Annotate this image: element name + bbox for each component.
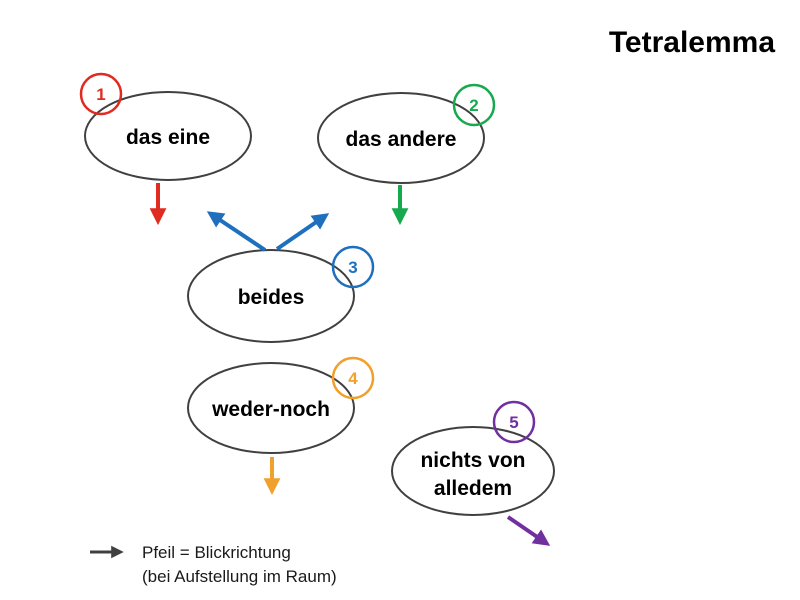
number-circle-5 [492, 400, 536, 444]
legend-text-line2: (bei Aufstellung im Raum) [142, 567, 337, 586]
gaze-arrow-beides-up-left-icon [206, 211, 267, 252]
node-label-nichts-von-alledem-line2: alledem [434, 477, 512, 500]
node-label-beides: beides [238, 286, 305, 309]
number-circle-4 [331, 356, 375, 400]
number-circle-2 [452, 83, 496, 127]
node-weder-noch: weder-noch 4 [187, 356, 375, 454]
node-das-andere: das andere 2 [317, 83, 496, 184]
node-label-das-andere: das andere [346, 128, 457, 151]
node-das-eine: das eine 1 [79, 72, 252, 181]
legend: Pfeil = Blickrichtung (bei Aufstellung i… [90, 543, 337, 586]
node-nichts-von-alledem: nichts von alledem 5 [391, 400, 555, 516]
page-title: Tetralemma [609, 26, 776, 59]
number-label-3: 3 [348, 258, 357, 277]
node-label-das-eine: das eine [126, 126, 210, 149]
number-circle-3 [331, 245, 375, 289]
node-ellipse-das-eine [84, 91, 252, 181]
node-ellipse-beides [187, 249, 355, 343]
node-ellipse-nichts-von-alledem [391, 426, 555, 516]
node-label-weder-noch: weder-noch [211, 398, 330, 421]
gaze-arrow-nichts-von-alledem-down-right-icon [506, 515, 551, 546]
number-label-5: 5 [509, 413, 518, 432]
node-ellipse-das-andere [317, 92, 485, 184]
number-circle-1 [79, 72, 123, 116]
number-label-2: 2 [469, 96, 478, 115]
node-ellipse-weder-noch [187, 362, 355, 454]
number-label-1: 1 [96, 85, 105, 104]
node-label-nichts-von-alledem-line1: nichts von [420, 449, 525, 472]
legend-text-line1: Pfeil = Blickrichtung [142, 543, 291, 562]
node-beides: beides 3 [187, 245, 375, 343]
number-label-4: 4 [348, 369, 358, 388]
gaze-arrow-beides-up-right-icon [275, 213, 330, 251]
